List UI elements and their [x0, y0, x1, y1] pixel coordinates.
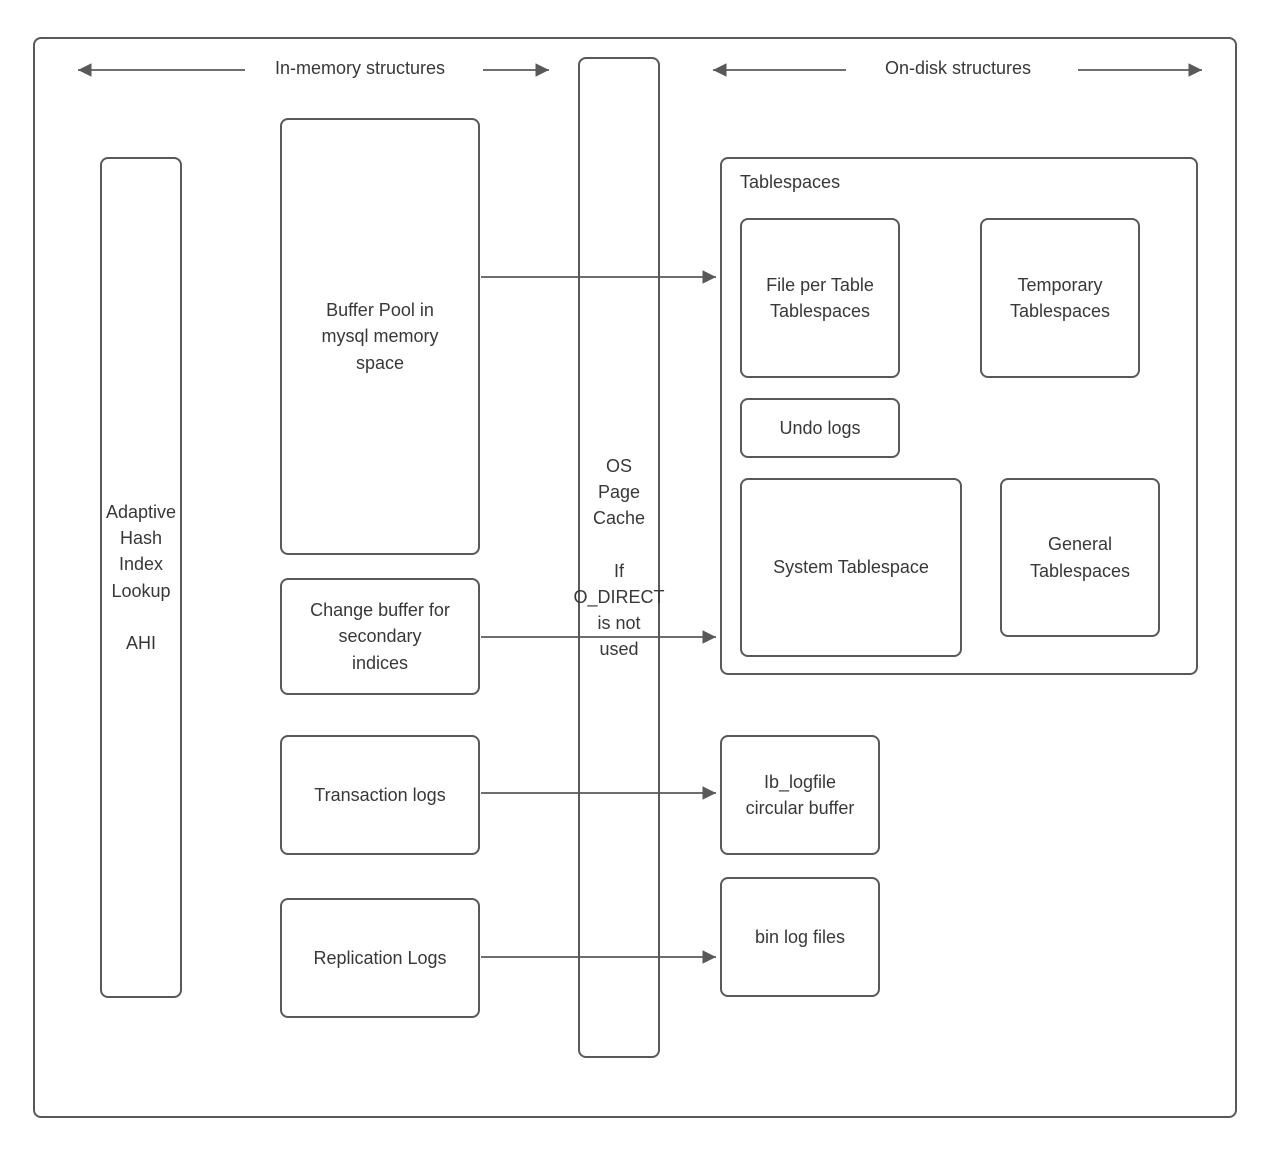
node-undo-logs: Undo logs	[740, 398, 900, 458]
tablespaces-container-label: Tablespaces	[740, 172, 841, 192]
node-change-buffer: Change buffer for secondary indices	[280, 578, 480, 695]
node-temporary-tablespaces: Temporary Tablespaces	[980, 218, 1140, 378]
node-bin-log-files: bin log files	[720, 877, 880, 997]
node-buffer-pool: Buffer Pool in mysql memory space	[280, 118, 480, 555]
node-ib-logfile: Ib_logfile circular buffer	[720, 735, 880, 855]
node-os-page-cache: OS Page Cache If O_DIRECT is not used	[574, 57, 665, 1058]
node-general-tablespaces: General Tablespaces	[1000, 478, 1160, 637]
node-file-per-table-tablespaces: File per Table Tablespaces	[740, 218, 900, 378]
in-memory-structures-header: In-memory structures	[274, 58, 446, 78]
node-transaction-logs: Transaction logs	[280, 735, 480, 855]
node-replication-logs: Replication Logs	[280, 898, 480, 1018]
on-disk-structures-header: On-disk structures	[884, 58, 1032, 78]
node-system-tablespace: System Tablespace	[740, 478, 962, 657]
node-adaptive-hash-index: Adaptive Hash Index Lookup AHI	[100, 157, 182, 998]
